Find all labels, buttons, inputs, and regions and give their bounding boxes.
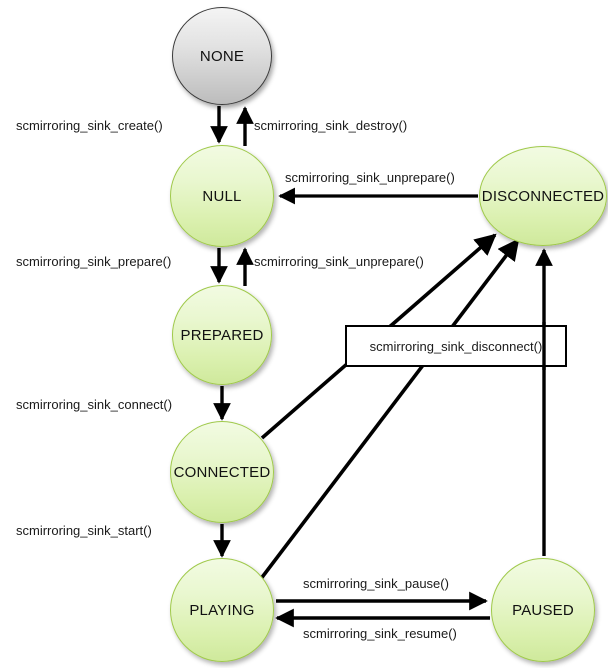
state-label-prepared: PREPARED — [180, 326, 264, 344]
state-node-none[interactable]: NONE — [172, 7, 272, 105]
edge-disconnect-playing — [258, 238, 520, 582]
transition-label-prepare: scmirroring_sink_prepare() — [16, 254, 172, 269]
transition-label-start: scmirroring_sink_start() — [16, 523, 152, 538]
state-label-connected: CONNECTED — [173, 463, 271, 481]
state-label-paused: PAUSED — [512, 601, 574, 619]
state-node-connected[interactable]: CONNECTED — [170, 421, 274, 523]
state-label-null: NULL — [202, 187, 242, 205]
transition-label-destroy: scmirroring_sink_destroy() — [254, 118, 408, 133]
state-node-playing[interactable]: PLAYING — [170, 558, 274, 662]
state-node-paused[interactable]: PAUSED — [491, 558, 595, 662]
disconnect-operation-label: scmirroring_sink_disconnect() — [369, 338, 543, 354]
disconnect-operation-box: scmirroring_sink_disconnect() — [345, 325, 567, 367]
state-label-playing: PLAYING — [189, 601, 255, 619]
state-node-prepared[interactable]: PREPARED — [172, 285, 272, 385]
state-label-disconnected: DISCONNECTED — [481, 187, 605, 205]
transition-label-resume: scmirroring_sink_resume() — [303, 626, 457, 641]
state-node-disconnected[interactable]: DISCONNECTED — [479, 146, 607, 246]
state-label-none: NONE — [199, 47, 245, 65]
transition-label-pause: scmirroring_sink_pause() — [303, 576, 449, 591]
state-node-null[interactable]: NULL — [170, 145, 274, 247]
transition-label-create: scmirroring_sink_create() — [16, 118, 163, 133]
transition-label-unprepare-from-disconnected: scmirroring_sink_unprepare() — [285, 170, 455, 185]
transition-label-unprepare-from-prepared: scmirroring_sink_unprepare() — [254, 254, 424, 269]
transition-label-connect: scmirroring_sink_connect() — [16, 397, 173, 412]
